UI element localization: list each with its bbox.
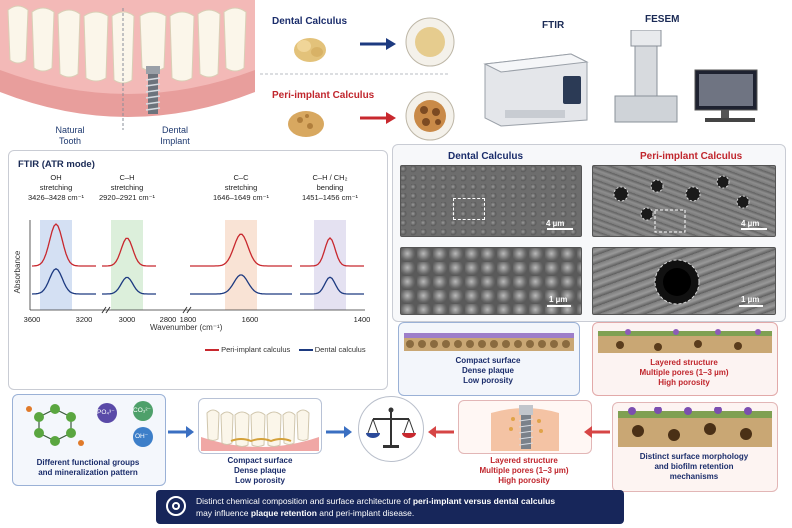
dental-calculus-sample-label: Dental Calculus [272, 16, 348, 27]
dental-surface-caption: Compact surface Dense plaque Low porosit… [455, 356, 521, 385]
band-mode: stretching [110, 183, 144, 192]
scale-bar [547, 228, 573, 230]
functional-groups-caption: Different functional groups and minerali… [36, 458, 140, 477]
sem-dental-lowmag: 4 µm [400, 165, 582, 237]
band-mode: bending [316, 183, 344, 192]
axis-break [182, 306, 192, 314]
x-tick-label: 1800 [180, 315, 197, 324]
band-name: C–H [119, 173, 135, 182]
sem-peri-highmag: 1 µm [592, 247, 776, 315]
legend-blue-label: Dental calculus [314, 345, 366, 354]
x-tick-label: 1400 [354, 315, 371, 324]
peri-surface-box [592, 322, 778, 396]
layered-caption: Layered structure Multiple pores (1–3 µm… [479, 456, 569, 485]
functional-groups-box: PO₄³⁻ CO₃²⁻ OH⁻ [12, 394, 166, 486]
arrow-to-scale [326, 426, 352, 438]
instrument-illustrations [475, 29, 785, 130]
target-icon [166, 496, 186, 516]
dental-implant-label: Dental Implant [160, 125, 190, 146]
band-name: C–C [233, 173, 249, 182]
ftir-legend: Peri-implant calculus Dental calculus [205, 345, 385, 357]
teeth-illustration [0, 0, 255, 150]
band-highlight [40, 220, 72, 310]
morphology-caption: Distinct surface morphology and biofilm … [639, 452, 749, 481]
calculus-samples [260, 0, 460, 150]
legend-blue-line [298, 349, 313, 352]
dental-surface-box [398, 322, 580, 396]
implant-box [458, 400, 592, 454]
sem-peri-title: Peri-implant Calculus [640, 151, 743, 162]
phosphate-label: PO₄³⁻ [97, 409, 115, 416]
band-highlight [111, 220, 143, 310]
ftir-panel-title: FTIR (ATR mode) [18, 159, 95, 170]
band-highlight [225, 220, 257, 310]
arrow-to-compact [168, 426, 194, 438]
scale-label-4um: 4 µm [741, 219, 760, 228]
hydroxide-label: OH⁻ [135, 433, 149, 440]
compact-teeth-box [198, 398, 322, 454]
peri-surface-caption: Layered structure Multiple pores (1–3 µm… [639, 358, 729, 387]
band-range: 3426–3428 cm⁻¹ [27, 193, 85, 202]
band-highlight [314, 220, 346, 310]
x-axis-label: Wavenumber (cm⁻¹) [150, 323, 223, 332]
x-tick-label: 1600 [242, 315, 259, 324]
sem-dental-title: Dental Calculus [448, 151, 524, 162]
arrow-from-layered [428, 426, 454, 438]
band-name: C–H / CH₂ [312, 173, 348, 182]
x-tick-label: 3200 [76, 315, 93, 324]
sem-peri-lowmag: 4 µm [592, 165, 776, 237]
ftir-instrument-label: FTIR [542, 20, 565, 31]
band-mode: stretching [39, 183, 73, 192]
compact-teeth-caption: Compact surface Dense plaque Low porosit… [227, 456, 293, 485]
zoom-box [453, 198, 485, 220]
fesem-instrument-label: FESEM [645, 14, 680, 25]
x-tick-label: 3600 [24, 315, 41, 324]
band-mode: stretching [224, 183, 258, 192]
peri-implant-curve [31, 223, 364, 267]
band-range: 1451–1456 cm⁻¹ [301, 193, 359, 202]
axis-break [101, 306, 111, 314]
conclusion-text: Distinct chemical composition and surfac… [196, 496, 556, 518]
sem-dental-highmag: 1 µm [400, 247, 582, 315]
band-range: 2920–2921 cm⁻¹ [98, 193, 156, 202]
y-axis-label: Absorbance [13, 250, 22, 293]
conclusion-banner: Distinct chemical composition and surfac… [156, 490, 624, 524]
natural-tooth-label: Natural Tooth [55, 125, 85, 146]
band-range: 1646–1649 cm⁻¹ [212, 193, 270, 202]
scale-bar [739, 305, 763, 307]
band-name: OH [50, 173, 62, 182]
dental-curve [31, 268, 364, 295]
scale-label-1um: 1 µm [741, 295, 760, 304]
balance-scale-icon [358, 396, 424, 462]
carbonate-label: CO₃²⁻ [133, 407, 151, 414]
legend-red-label: Peri-implant calculus [221, 345, 291, 354]
scale-label-1um: 1 µm [549, 295, 568, 304]
arrow-from-morphology [584, 426, 610, 438]
x-tick-label: 2800 [160, 315, 177, 324]
x-tick-label: 3000 [119, 315, 136, 324]
scale-label-4um: 4 µm [546, 219, 565, 228]
scale-bar [741, 228, 767, 230]
legend-red-line [205, 349, 219, 352]
morphology-box [612, 402, 778, 492]
peri-calculus-sample-label: Peri-implant Calculus [272, 90, 375, 101]
scale-bar [547, 305, 571, 307]
